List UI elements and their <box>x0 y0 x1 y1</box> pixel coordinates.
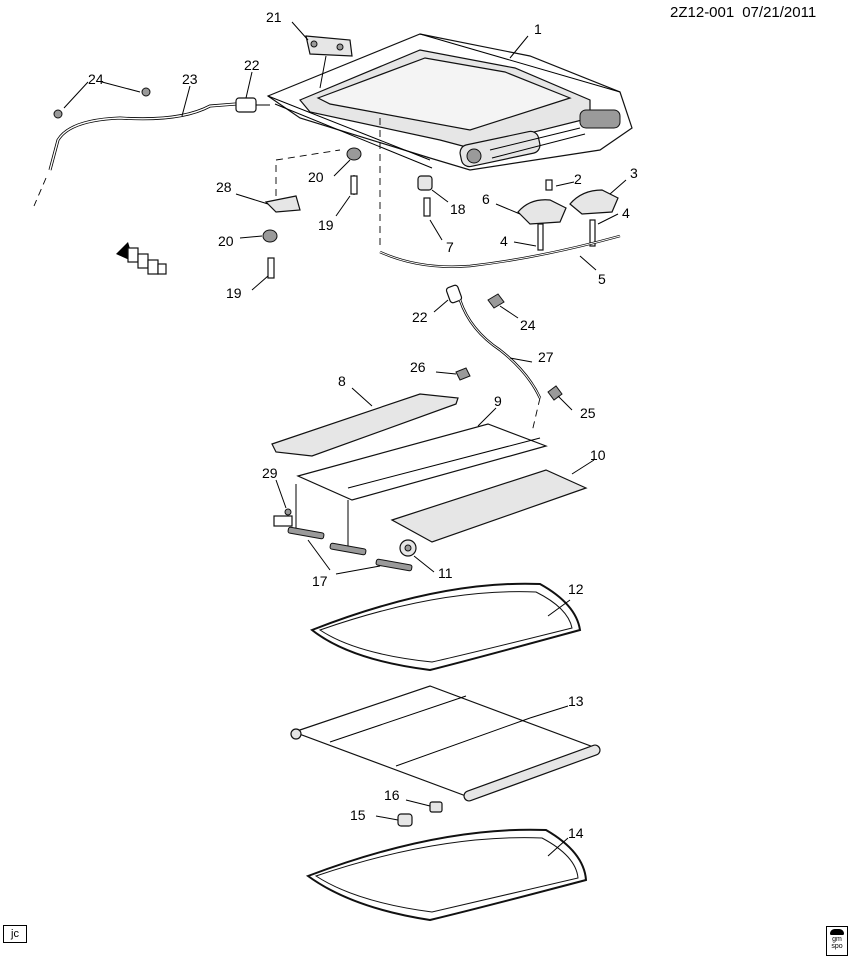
part-28-bracket-group <box>262 147 362 279</box>
diagram-header: 2Z12-001 07/21/2011 <box>670 4 816 21</box>
callout-1: 1 <box>534 21 542 37</box>
callout-8: 8 <box>338 373 346 389</box>
logo-line-1: gm <box>832 936 842 943</box>
part-14-seal <box>305 828 588 922</box>
callout-24a: 24 <box>88 71 104 87</box>
callout-14: 14 <box>568 825 584 841</box>
callout-21: 21 <box>266 9 282 25</box>
callout-11: 11 <box>438 565 453 581</box>
part-8-deflector <box>271 393 459 457</box>
part-15-knob <box>397 813 413 827</box>
callout-20b: 20 <box>218 233 234 249</box>
callout-13: 13 <box>568 693 584 709</box>
part-11-bumper <box>399 539 417 557</box>
part-23-drain-hose <box>33 87 270 207</box>
part-9-front-glass-panel <box>296 423 548 501</box>
callout-6: 6 <box>482 191 490 207</box>
callout-2: 2 <box>574 171 582 187</box>
callout-18: 18 <box>450 201 466 217</box>
part-19-bolt-b <box>267 257 275 279</box>
callout-19b: 19 <box>226 285 242 301</box>
illustrator-initials: jc <box>3 925 27 943</box>
callout-26: 26 <box>410 359 426 375</box>
callout-3: 3 <box>630 165 638 181</box>
part-22-connector <box>235 97 257 113</box>
part-12-weatherstrip <box>310 582 582 672</box>
callout-24b: 24 <box>520 317 536 333</box>
callout-29: 29 <box>262 465 278 481</box>
diagram-code: 2Z12-001 <box>670 4 735 21</box>
part-26-clip <box>455 367 471 381</box>
callout-9: 9 <box>494 393 502 409</box>
callout-17: 17 <box>312 573 328 589</box>
part-4-bolts <box>537 219 596 251</box>
callout-28: 28 <box>216 179 232 195</box>
part-20-isolator <box>346 147 362 161</box>
part-20-isolator-b <box>262 229 278 243</box>
part-5-drain-hose <box>379 118 621 268</box>
part-19-bolt <box>350 175 358 195</box>
part-22-connector-b <box>445 284 463 304</box>
part-17-guide-shoes <box>287 484 413 572</box>
callout-15: 15 <box>350 807 366 823</box>
part-10-rear-glass-panel <box>390 469 588 543</box>
callout-7: 7 <box>446 239 454 255</box>
callout-5: 5 <box>598 271 606 287</box>
logo-line-2: spo <box>831 943 843 950</box>
callout-4b: 4 <box>622 205 630 221</box>
leader-lines <box>63 21 627 857</box>
part-24-clip-c <box>487 293 505 309</box>
callout-19a: 19 <box>318 217 334 233</box>
part-3-motor-bracket <box>569 189 619 215</box>
callout-12: 12 <box>568 581 584 597</box>
callout-27: 27 <box>538 349 554 365</box>
gm-spo-logo-icon: gm spo <box>826 926 848 956</box>
part-2-screw <box>545 179 553 191</box>
callouts: 1 2 3 4 4 5 6 7 8 9 10 11 12 13 14 15 16… <box>88 9 638 841</box>
callout-20a: 20 <box>308 169 324 185</box>
part-7-screw <box>423 197 431 217</box>
callout-16: 16 <box>384 787 400 803</box>
callout-22b: 22 <box>412 309 428 325</box>
callout-25: 25 <box>580 405 596 421</box>
part-18-nut <box>417 175 433 191</box>
callout-22a: 22 <box>244 57 260 73</box>
part-24-clip <box>53 109 63 119</box>
callout-4a: 4 <box>500 233 508 249</box>
part-21-bracket <box>305 35 353 89</box>
part-6-motor <box>517 199 567 225</box>
callout-23: 23 <box>182 71 198 87</box>
front-direction-arrow-icon <box>116 242 167 275</box>
part-24-clip-b <box>141 87 151 97</box>
diagram-date: 07/21/2011 <box>742 4 817 21</box>
part-13-sunshade <box>290 685 601 802</box>
part-16-pin <box>429 801 443 813</box>
part-29-screw <box>273 508 293 527</box>
sunroof-frame-assembly <box>266 33 633 171</box>
callout-10: 10 <box>590 447 606 463</box>
